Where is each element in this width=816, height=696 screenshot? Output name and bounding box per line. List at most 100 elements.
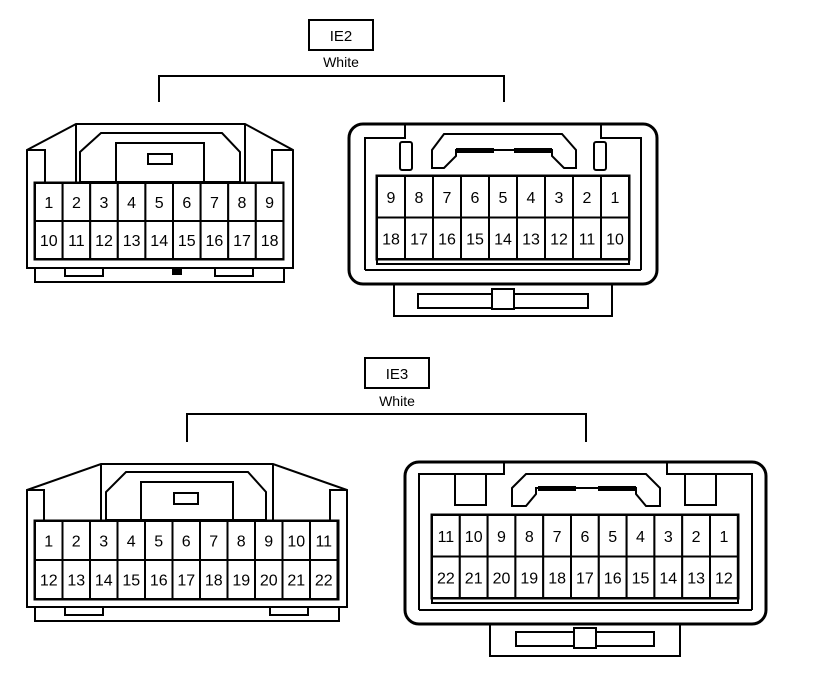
pin-cell: [544, 175, 574, 219]
pin-number: 12: [550, 231, 568, 248]
pin-number: 15: [178, 233, 196, 250]
pin-number: 11: [438, 529, 455, 546]
pin-number: 7: [443, 190, 452, 207]
pin-number: 7: [210, 195, 219, 212]
pin-number: 17: [233, 233, 251, 250]
pin-cell: [199, 559, 229, 600]
pin-number: 20: [493, 570, 511, 587]
pin-number: 2: [583, 190, 592, 207]
pin-cell: [254, 220, 285, 260]
pin-number: 5: [499, 190, 508, 207]
pin-cell: [709, 514, 739, 558]
pin-number: 1: [44, 195, 53, 212]
pin-number: 18: [382, 231, 400, 248]
pin-number: 4: [127, 534, 136, 551]
pin-cell: [486, 555, 517, 599]
pin-cell: [600, 216, 630, 260]
pin-cell: [681, 555, 712, 599]
pin-number: 13: [522, 231, 540, 248]
pin-number: 19: [232, 573, 250, 590]
pin-number: 6: [471, 190, 480, 207]
pin-cell: [709, 555, 739, 599]
pin-number: 10: [465, 529, 483, 546]
ie3-label: IE3: [386, 366, 409, 383]
pin-cell: [570, 555, 600, 599]
ie2-color-label: White: [323, 54, 359, 70]
ie2-bracket: [158, 75, 505, 102]
pin-cell: [227, 220, 257, 260]
pin-cell: [458, 514, 489, 558]
pin-cell: [34, 559, 64, 600]
pin-number: 14: [659, 570, 677, 587]
pin-number: 17: [410, 231, 428, 248]
pin-number: 11: [315, 534, 332, 551]
pin-cell: [516, 216, 546, 260]
pin-number: 6: [182, 195, 191, 212]
pin-cell: [653, 555, 684, 599]
pin-number: 10: [40, 233, 58, 250]
pin-number: 3: [664, 529, 673, 546]
ie3-label-box: [364, 357, 430, 389]
pin-number: 16: [150, 573, 168, 590]
pin-number: 9: [497, 529, 506, 546]
pin-number: 14: [150, 233, 168, 250]
pin-number: 4: [127, 195, 136, 212]
pin-number: 13: [687, 570, 705, 587]
pin-cell: [61, 220, 92, 260]
pin-number: 8: [415, 190, 424, 207]
pin-cell: [488, 175, 518, 219]
pin-cell: [144, 182, 174, 222]
pin-cell: [254, 182, 285, 222]
pin-cell: [404, 216, 434, 260]
pin-cell: [488, 216, 518, 260]
pin-number: 1: [44, 534, 53, 551]
pin-cell: [61, 559, 91, 600]
pin-cell: [171, 520, 201, 561]
pin-number: 13: [67, 573, 85, 590]
pin-number: 18: [205, 573, 223, 590]
pin-cell: [376, 175, 406, 219]
pin-number: 1: [719, 529, 728, 546]
pin-number: 12: [95, 233, 113, 250]
pin-number: 21: [287, 573, 305, 590]
pin-number: 2: [72, 195, 81, 212]
pin-number: 13: [123, 233, 141, 250]
pin-number: 7: [553, 529, 562, 546]
pin-cell: [199, 520, 229, 561]
pin-number: 12: [40, 573, 58, 590]
pin-number: 11: [68, 233, 85, 250]
pin-cell: [431, 514, 461, 558]
pin-number: 16: [206, 233, 224, 250]
pin-number: 16: [604, 570, 622, 587]
pin-number: 22: [437, 570, 455, 587]
pin-number: 14: [95, 573, 113, 590]
pin-number: 5: [155, 195, 164, 212]
pin-cell: [34, 220, 64, 260]
pin-number: 10: [606, 231, 624, 248]
pin-number: 8: [238, 195, 247, 212]
pin-number: 18: [261, 233, 279, 250]
pin-cell: [514, 555, 545, 599]
pin-number: 10: [287, 534, 305, 551]
pin-cell: [144, 559, 174, 600]
pin-number: 15: [466, 231, 484, 248]
pin-number: 2: [692, 529, 701, 546]
pin-cell: [309, 520, 339, 561]
pin-cell: [171, 559, 201, 600]
pin-cell: [597, 555, 628, 599]
pin-number: 2: [72, 534, 81, 551]
pin-number: 7: [209, 534, 218, 551]
pin-number: 9: [265, 195, 274, 212]
pin-number: 5: [608, 529, 617, 546]
pin-number: 6: [182, 534, 191, 551]
pin-number: 8: [237, 534, 246, 551]
pin-number: 19: [520, 570, 538, 587]
ie2-label-box: [308, 19, 374, 51]
pin-number: 16: [438, 231, 456, 248]
